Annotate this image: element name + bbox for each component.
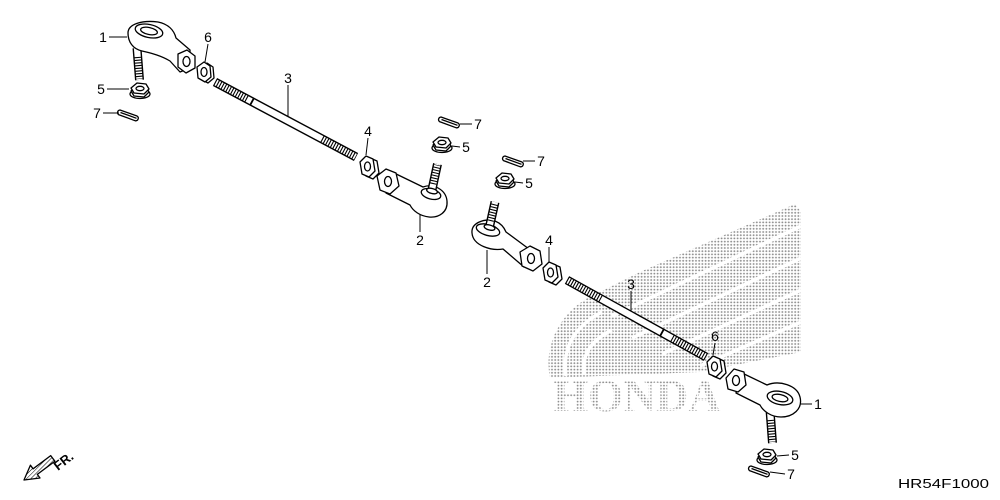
jam-nut-6-upper bbox=[196, 61, 215, 84]
callout: 5 bbox=[97, 81, 129, 97]
tie-rod-lower bbox=[564, 276, 709, 361]
callout-number: 4 bbox=[364, 123, 372, 139]
callout-number: 7 bbox=[474, 116, 482, 132]
rod-flat-notch bbox=[659, 328, 665, 337]
callout: 1 bbox=[801, 396, 822, 412]
jam-nut-4-lower bbox=[542, 261, 563, 286]
callout: 7 bbox=[523, 153, 545, 169]
callout: 7 bbox=[93, 105, 119, 121]
ball-stud bbox=[425, 163, 442, 195]
callout: 3 bbox=[284, 70, 292, 116]
rod-thread bbox=[565, 276, 603, 302]
callout: 6 bbox=[204, 29, 212, 63]
rod-thread bbox=[213, 78, 250, 103]
callout-number: 4 bbox=[545, 232, 553, 248]
callout: 3 bbox=[627, 276, 635, 311]
flange-nut-5 bbox=[756, 448, 778, 466]
ball-stud bbox=[483, 201, 500, 231]
callout: 4 bbox=[545, 232, 553, 262]
wing-feather-gap bbox=[631, 256, 802, 340]
callout: 2 bbox=[416, 214, 424, 248]
flange-nut-5 bbox=[129, 82, 151, 100]
callout: 4 bbox=[364, 123, 372, 156]
flange-nut-5 bbox=[431, 136, 453, 154]
rod-thread bbox=[320, 135, 358, 161]
rod-flat-notch bbox=[249, 97, 255, 106]
front-arrow-icon bbox=[23, 454, 56, 481]
callout-number: 1 bbox=[99, 29, 107, 45]
callout-number: 6 bbox=[204, 29, 212, 45]
callout-number: 1 bbox=[814, 396, 822, 412]
callout: 5 bbox=[514, 175, 533, 191]
callout: 1 bbox=[99, 29, 127, 45]
callout-number: 7 bbox=[537, 153, 545, 169]
callout-number: 5 bbox=[97, 81, 105, 97]
callout-number: 2 bbox=[416, 232, 424, 248]
callout-number: 2 bbox=[483, 274, 491, 290]
callout-number: 5 bbox=[791, 447, 799, 463]
tie-rod-end-2-upper bbox=[376, 163, 448, 218]
callout: 2 bbox=[483, 250, 491, 290]
callout-number: 7 bbox=[787, 466, 795, 482]
tie-rod-end-2-lower bbox=[471, 201, 543, 272]
wing-feather-gap bbox=[563, 310, 603, 377]
wing-feather-gap bbox=[611, 224, 802, 318]
ball-stud bbox=[132, 47, 144, 81]
front-label: FR. bbox=[51, 449, 77, 474]
ball-stud bbox=[765, 409, 777, 444]
front-direction-indicator: FR. bbox=[23, 449, 77, 481]
callout-number: 3 bbox=[627, 276, 635, 292]
callout: 7 bbox=[769, 466, 795, 482]
tie-rod-end-1-upper bbox=[127, 20, 196, 81]
rod-thread bbox=[670, 335, 708, 361]
callout: 5 bbox=[776, 447, 799, 463]
callout-number: 3 bbox=[284, 70, 292, 86]
jam-nut-6-lower bbox=[706, 355, 727, 380]
cotter-pin-7 bbox=[747, 465, 770, 478]
jam-nut-4-upper bbox=[359, 155, 380, 180]
flange-nut-5 bbox=[494, 172, 516, 190]
cotter-pin-7 bbox=[437, 116, 460, 129]
callout: 7 bbox=[460, 116, 482, 132]
callout-number: 6 bbox=[711, 328, 719, 344]
callout: 5 bbox=[451, 139, 470, 155]
tie-rod-upper bbox=[212, 78, 359, 161]
wing-feather-gap bbox=[581, 328, 613, 375]
honda-logo-watermark: HONDA bbox=[548, 204, 802, 421]
wing-shape bbox=[548, 204, 801, 378]
callout-number: 7 bbox=[93, 105, 101, 121]
callout: 6 bbox=[711, 328, 719, 356]
cotter-pin-7 bbox=[501, 155, 524, 168]
logo-lettering: HONDA bbox=[553, 370, 721, 421]
callout-number: 5 bbox=[462, 139, 470, 155]
callouts: 1 6 3 5 7 4 7 5 7 5 2 4 2 3 6 1 5 7 bbox=[93, 29, 822, 482]
callout-number: 5 bbox=[525, 175, 533, 191]
cotter-pin-7 bbox=[116, 109, 139, 122]
tie-rod-end-1-lower bbox=[725, 368, 802, 444]
diagram-code: HR54F1000 bbox=[898, 476, 989, 491]
